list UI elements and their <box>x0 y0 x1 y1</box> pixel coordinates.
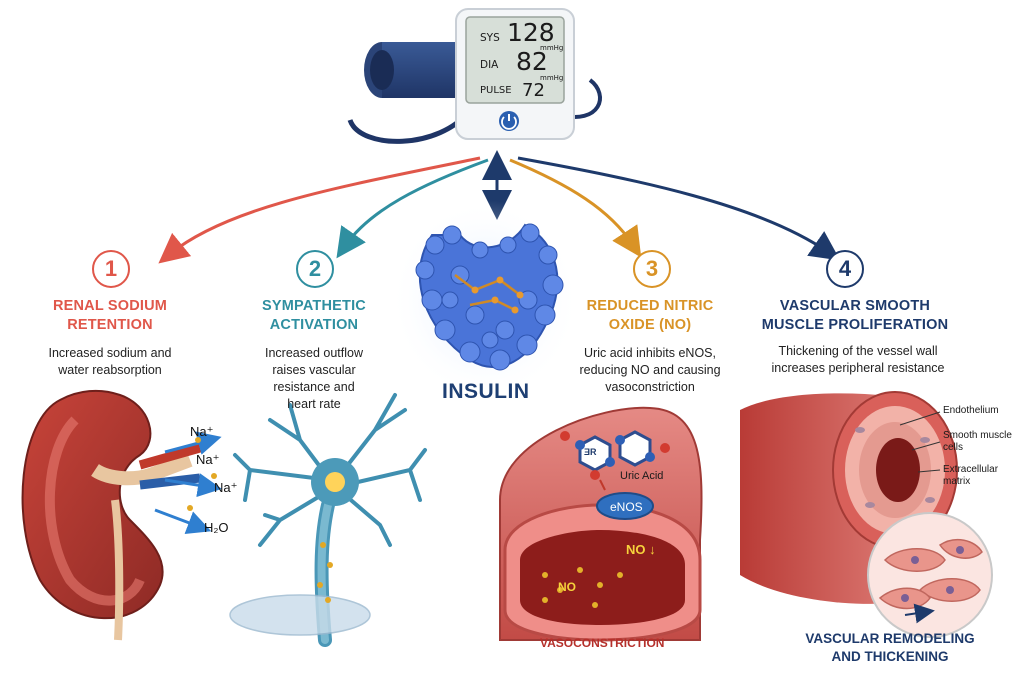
mechanism-2-desc-line3: resistance and <box>273 380 355 394</box>
mechanism-4-desc-line1: Thickening of the vessel wall <box>778 344 938 358</box>
vessel-wall-illustration <box>740 391 993 638</box>
mechanism-1-title-line2: RETENTION <box>67 317 153 333</box>
power-icon[interactable] <box>499 111 519 131</box>
remodeling-caption-line1: VASCULAR REMODELING <box>805 631 975 646</box>
ion-na-1: Na⁺ <box>190 424 214 439</box>
ecm-line2: matrix <box>943 476 971 487</box>
mechanism-2-desc-line4: heart rate <box>287 397 341 411</box>
bp-monitor <box>455 8 575 140</box>
remodeling-caption: VASCULAR REMODELING AND THICKENING <box>800 630 980 666</box>
smooth-muscle-line2: cells <box>943 442 964 453</box>
no-down-label: NO ↓ <box>626 542 656 557</box>
mechanism-4-title-line1: VASCULAR SMOOTH <box>779 298 931 314</box>
mechanism-2-desc-line2: raises vascular <box>272 363 356 377</box>
vasoconstriction-caption: VASOCONSTRICTION <box>540 636 665 650</box>
pulse-value: 72 <box>522 80 545 101</box>
mechanism-4-title-line2: MUSCLE PROLIFERATION <box>761 317 949 333</box>
insulin-label: INSULIN <box>442 380 530 403</box>
arrow-to-renal <box>158 156 481 264</box>
ion-water: H₂O <box>204 520 229 535</box>
arrow-to-sympathetic <box>336 158 489 259</box>
ecm-label: Extracellular matrix <box>943 464 998 488</box>
mechanism-4-title: VASCULAR SMOOTH MUSCLE PROLIFERATION <box>755 297 955 335</box>
mechanism-2-title-line2: ACTIVATION <box>269 317 359 333</box>
dia-label: DIA <box>480 59 499 71</box>
sys-unit: mmHg <box>540 44 564 52</box>
mechanism-3-desc-line3: vasoconstriction <box>605 380 695 394</box>
dia-unit: mmHg <box>540 74 564 82</box>
mechanism-1-title: RENAL SODIUM RETENTION <box>20 297 200 335</box>
mechanism-3-description: Uric acid inhibits eNOS, reducing NO and… <box>568 345 732 396</box>
mechanism-3-desc-line1: Uric acid inhibits eNOS, <box>584 346 716 360</box>
ecm-line1: Extracellular <box>943 464 999 475</box>
smooth-muscle-line1: Smooth muscle <box>943 430 1012 441</box>
sys-label: SYS <box>480 32 500 44</box>
enos-label: eNOS <box>610 500 643 514</box>
insulin-molecule <box>390 200 580 400</box>
mechanism-2-desc-line1: Increased outflow <box>265 346 363 360</box>
neuron-body <box>311 458 359 603</box>
ion-na-2: Na⁺ <box>196 452 220 467</box>
mechanism-2-number: 2 <box>296 250 334 288</box>
mechanism-4-number: 4 <box>826 250 864 288</box>
smooth-muscle-label: Smooth muscle cells <box>943 430 1012 454</box>
arrow-to-nitric-oxide <box>509 158 642 258</box>
mechanism-4-description: Thickening of the vessel wall increases … <box>758 343 958 377</box>
mechanism-2-title-line1: SYMPATHETIC <box>262 298 366 314</box>
mechanism-2-description: Increased outflow raises vascular resist… <box>232 345 396 413</box>
uric-acid-molecule <box>560 430 670 480</box>
mechanism-3-number: 3 <box>633 250 671 288</box>
no-inside-label: NO <box>558 580 576 594</box>
mechanism-3-title-line1: REDUCED NITRIC <box>586 298 714 314</box>
ion-na-3: Na⁺ <box>214 480 238 495</box>
pulse-label: PULSE <box>480 85 512 96</box>
mechanism-3-title-line2: OXIDE (NO) <box>608 317 692 333</box>
vessel-cross-section <box>499 406 703 642</box>
mechanism-3-title: REDUCED NITRIC OXIDE (NO) <box>570 297 730 335</box>
mechanism-1-desc-line2: water reabsorption <box>58 363 162 377</box>
sys-value: 128 <box>507 18 555 47</box>
dia-value: 82 <box>516 47 548 76</box>
mechanism-1-title-line1: RENAL SODIUM <box>52 298 168 314</box>
uric-acid-label: Uric Acid <box>620 470 664 482</box>
mechanism-1-description: Increased sodium and water reabsorption <box>20 345 200 379</box>
mechanism-1-number: 1 <box>92 250 130 288</box>
arrow-to-vascular <box>517 156 841 261</box>
molecule-mark: ƎR <box>584 447 597 457</box>
neuron-illustration <box>229 393 427 647</box>
mechanism-3-desc-line2: reducing NO and causing <box>579 363 721 377</box>
mechanism-4-desc-line2: increases peripheral resistance <box>771 361 945 375</box>
endothelium-label: Endothelium <box>943 405 999 416</box>
mechanism-1-desc-line1: Increased sodium and <box>48 346 172 360</box>
remodeling-caption-line2: AND THICKENING <box>831 649 949 664</box>
kidney-illustration <box>21 389 222 641</box>
mechanism-2-title: SYMPATHETIC ACTIVATION <box>228 297 400 335</box>
